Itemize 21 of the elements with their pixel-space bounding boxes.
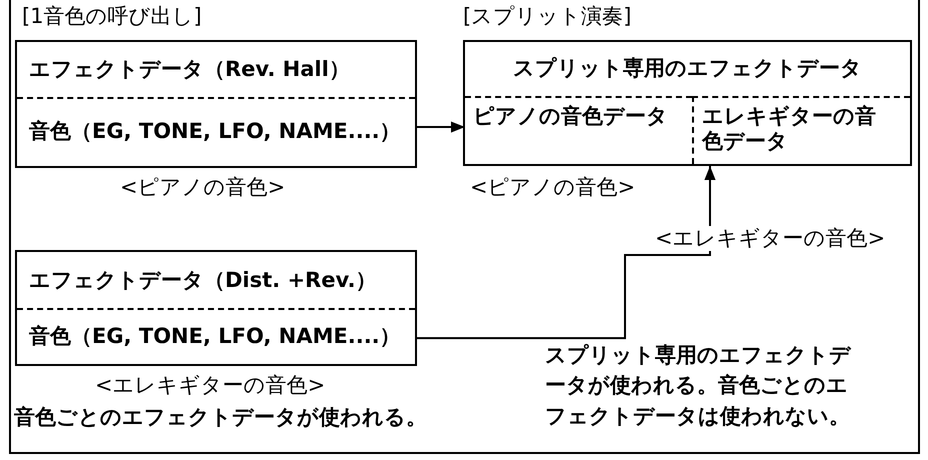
note-text: 音色ごとのエフェクトデータが使われる。 [14,405,427,430]
data-cell [692,96,910,164]
box-text: 音色（EG, TONE, LFO, NAME....） [29,119,401,144]
box-text: 音色（EG, TONE, LFO, NAME....） [29,324,401,349]
node-label: <ピアノの音色> [470,175,636,200]
arrow [417,121,465,133]
box-text: エフェクトデータ（Rev. Hall） [29,57,350,82]
box-text: エレキギターの音色データ [702,104,877,154]
arrow [417,166,716,340]
box-text: ピアノの音色データ [473,104,669,130]
box-text: エフェクトデータ（Dist. +Rev.） [29,268,376,293]
data-box [15,250,417,366]
data-box [15,40,417,168]
edge-label: <エレキギターの音色> [655,226,886,252]
box-text: スプリット専用のエフェクトデータ [512,56,863,82]
data-box [463,40,912,166]
node-label: <エレキギターの音色> [95,373,326,398]
section-heading: [スプリット演奏] [463,4,632,30]
node-label: <ピアノの音色> [120,175,286,200]
note-text: スプリット専用のエフェクトデータが使われる。音色ごとのエフェクトデータは使われない。 [545,342,852,430]
section-heading: [1音色の呼び出し] [22,4,202,30]
